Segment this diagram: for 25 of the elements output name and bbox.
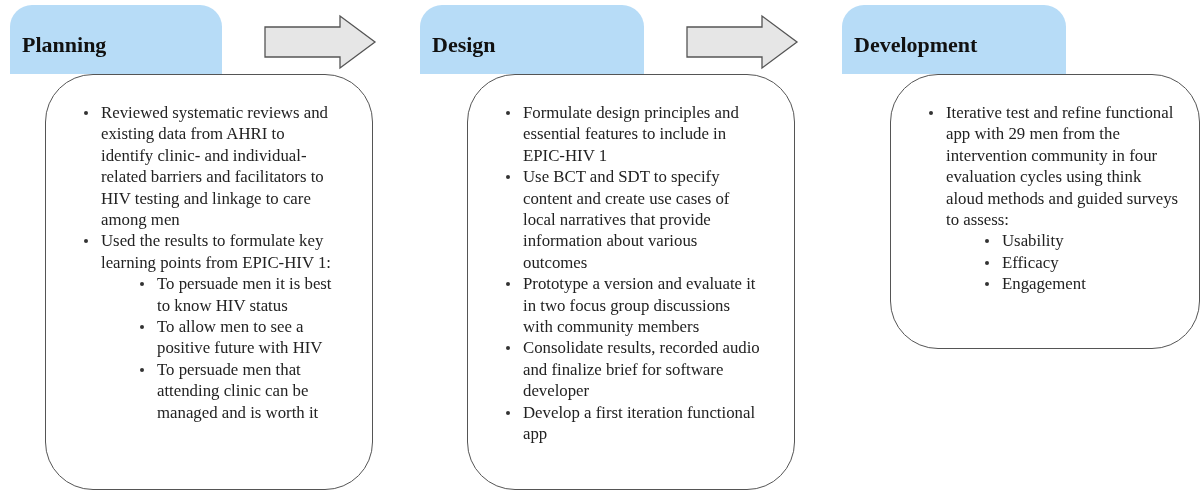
phase-title: Planning — [22, 32, 107, 58]
bullet-text: Consolidate results, recorded audio and finalize brief for software developer — [523, 337, 761, 402]
bullet-text: Used the results to formulate key learning points from EPIC-HIV 1: — [101, 230, 332, 274]
phase-title: Design — [432, 32, 496, 58]
sub-bullet-text: Engagement — [1002, 273, 1087, 295]
sub-bullet-text: Efficacy — [1002, 251, 1060, 274]
sub-bullet-text: Usability — [1002, 230, 1065, 252]
phase-tab — [420, 5, 644, 74]
rounded-box — [45, 74, 373, 490]
rounded-box — [890, 74, 1200, 349]
bullet-text: Use BCT and SDT to specify content and create use cases of local narratives that provide information about various outcomes — [523, 166, 731, 274]
block-arrow — [264, 14, 377, 70]
rounded-box — [467, 74, 795, 490]
sub-bullet-text: To persuade men that attending clinic can be managed and is worth it — [157, 358, 320, 424]
phase-title: Development — [854, 32, 978, 58]
bullet-text: Iterative test and refine functional app with 29 men from the intervention community in four evaluation cycles using think aloud methods and guided surveys to assess: — [946, 102, 1179, 231]
phase-tab — [10, 5, 222, 74]
phase-tab — [842, 5, 1066, 74]
block-arrow — [686, 14, 799, 70]
sub-bullet-text: To persuade men it is best to know HIV status — [157, 273, 333, 317]
bullet-text: Formulate design principles and essential features to include in EPIC-HIV 1 — [523, 102, 740, 167]
bullet-text: Develop a first iteration functional app — [523, 401, 757, 445]
bullet-text: Prototype a version and evaluate it in two focus group discussions with community members — [523, 273, 757, 338]
bullet-text: Reviewed systematic reviews and existing data from AHRI to identify clinic- and individual-related barriers and facilitators to HIV testing and linkage to care among men — [101, 102, 329, 231]
sub-bullet-text: To allow men to see a positive future with HIV — [157, 316, 324, 359]
